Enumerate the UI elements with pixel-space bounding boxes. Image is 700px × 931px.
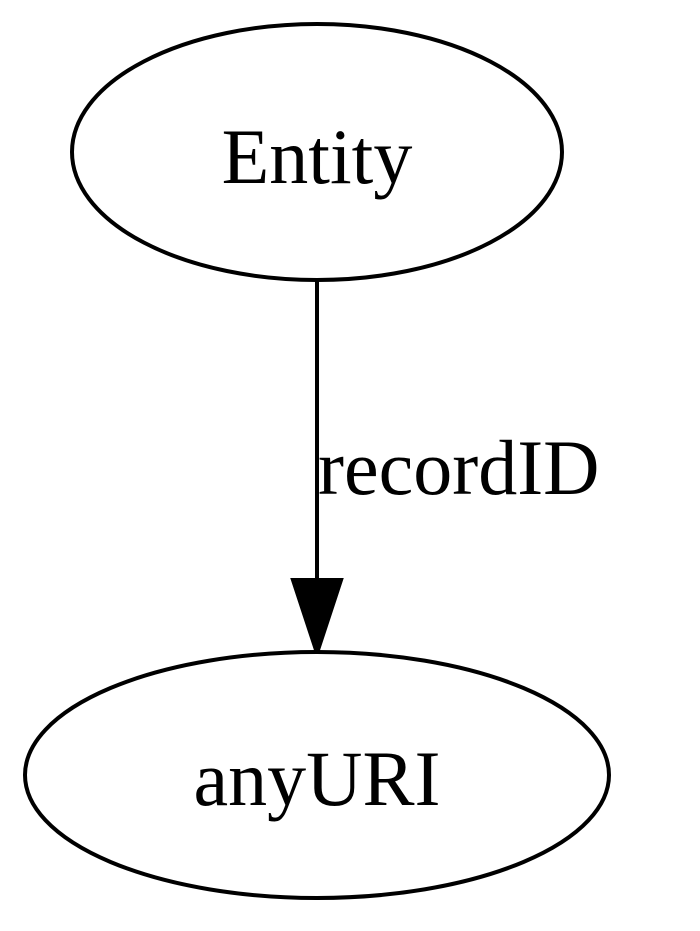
node-entity-label: Entity	[222, 113, 413, 200]
node-anyuri-shape	[23, 650, 611, 900]
edge-record-id-arrowhead	[290, 578, 344, 660]
edge-record-id[interactable]: recordID	[290, 280, 600, 660]
node-anyuri[interactable]: anyURI	[23, 650, 611, 900]
edge-record-id-label: recordID	[318, 424, 600, 511]
node-entity[interactable]: Entity	[70, 22, 564, 282]
node-anyuri-label: anyURI	[194, 735, 441, 822]
